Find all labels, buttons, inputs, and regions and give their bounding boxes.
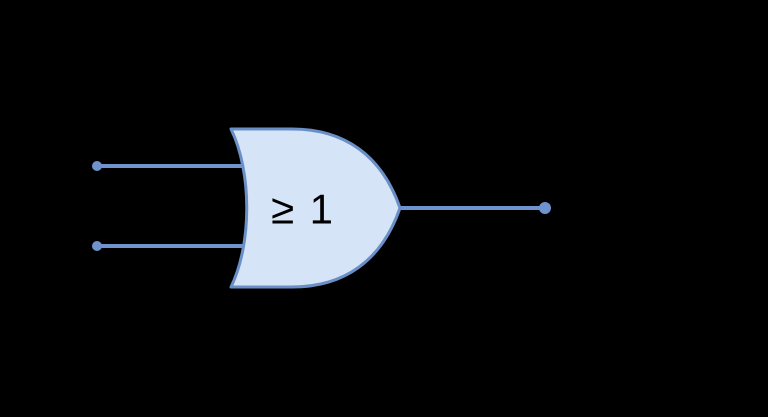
terminal-output-y[interactable] [539, 202, 551, 214]
terminal-group [92, 161, 551, 251]
terminal-input-b[interactable] [92, 241, 102, 251]
terminal-input-a[interactable] [92, 161, 102, 171]
or-gate-body[interactable] [229, 127, 402, 289]
wire-group [97, 164, 545, 248]
gate-label: ≥ 1 [271, 186, 335, 233]
